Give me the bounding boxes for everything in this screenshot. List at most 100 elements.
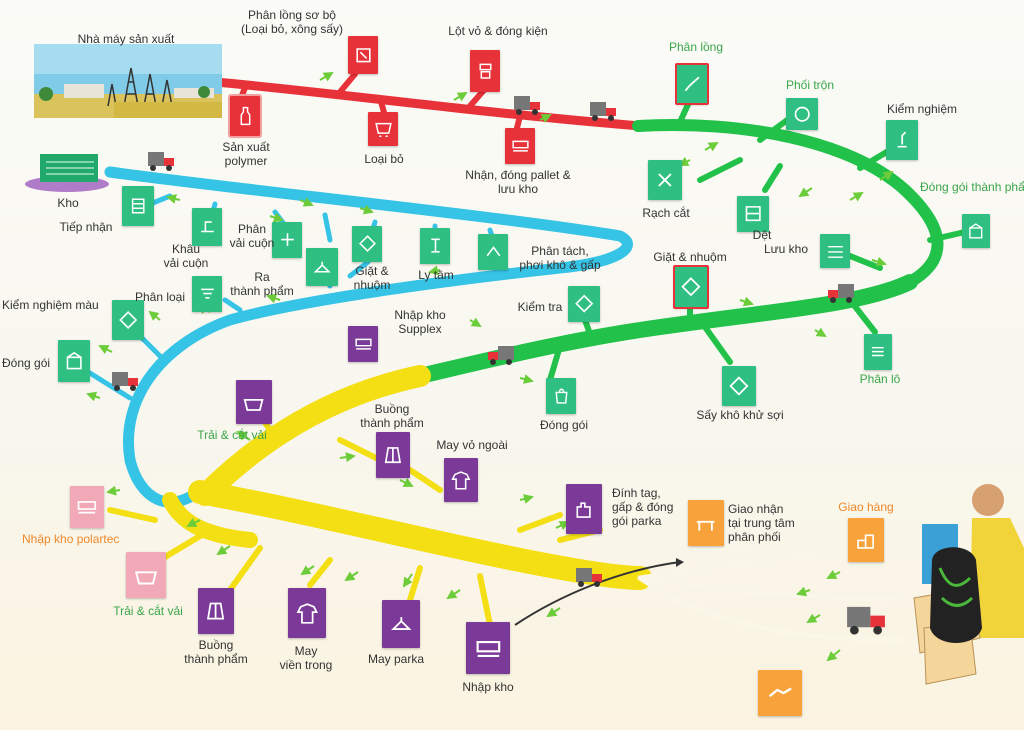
polymer-node[interactable]	[228, 94, 262, 138]
cart-icon	[374, 123, 392, 138]
polymer-label: Sản xuất polymer	[222, 140, 270, 168]
pallet-icon	[476, 640, 500, 657]
cut-node[interactable]	[648, 160, 682, 200]
handover-node[interactable]	[758, 670, 802, 716]
tag-fold-label: Đính tag, gấp & đóng gói parka	[612, 486, 674, 528]
hand-icon	[576, 501, 592, 518]
distribution-node[interactable]	[688, 500, 724, 546]
finish-room-1-node[interactable]	[376, 432, 410, 478]
sew-parka-node[interactable]	[382, 600, 420, 648]
pack-finished-node[interactable]	[962, 214, 990, 248]
handshake-icon	[768, 687, 792, 697]
import-store-node[interactable]	[466, 622, 510, 674]
import-supplex-label: Nhập kho Supplex	[394, 308, 446, 336]
sew-lining-node[interactable]	[288, 588, 326, 638]
peel-pack-label: Lột vỏ & đóng kiện	[448, 24, 548, 38]
shelf-icon	[827, 246, 843, 259]
boxes-icon	[857, 534, 875, 549]
dry-node[interactable]	[722, 366, 756, 406]
classify-node[interactable]	[192, 276, 222, 312]
pre-sort-node[interactable]	[348, 36, 378, 74]
scissors-icon	[658, 173, 672, 187]
bale-icon	[355, 47, 371, 63]
microscope-icon	[897, 131, 907, 148]
pack-finished-label: Đóng gói thành phẩm	[920, 180, 1024, 194]
storage-label: Lưu kho	[763, 242, 809, 256]
mixer-icon	[794, 106, 810, 122]
delivery-node[interactable]	[848, 518, 884, 562]
package-node[interactable]	[58, 340, 90, 382]
shirt-icon	[451, 470, 471, 490]
sew-roll-label: Khâu vải cuộn	[163, 242, 209, 270]
batch-node[interactable]	[864, 334, 892, 370]
classify-label: Phân loại	[134, 290, 186, 304]
polartec-label: Nhập kho polartec	[22, 532, 120, 546]
shirt-icon	[296, 602, 318, 624]
discard-node[interactable]	[368, 112, 398, 146]
sew-roll-node[interactable]	[192, 208, 222, 246]
blend-node[interactable]	[786, 98, 818, 130]
receive-pallet-node[interactable]	[505, 128, 535, 164]
color-test-node[interactable]	[112, 300, 144, 340]
wash-dye-label: Giặt & nhuộm	[353, 264, 391, 292]
finish-room-1-label: Buồng thành phẩm	[360, 402, 424, 430]
sew-lining-label: May viền trong	[279, 644, 333, 672]
fabric-icon	[134, 571, 158, 585]
inspect-node[interactable]	[568, 286, 600, 322]
truck-icon	[148, 152, 174, 171]
dispatch-arrowhead	[676, 558, 684, 567]
sew-outer-node[interactable]	[444, 458, 478, 502]
jacket-icon	[384, 447, 402, 463]
inspect-label: Kiểm tra	[517, 300, 563, 314]
package-label: Đóng gói	[2, 356, 51, 370]
split-roll-node[interactable]	[272, 222, 302, 258]
split-roll-label: Phân vải cuộn	[229, 222, 275, 250]
separate-dry-fold-label: Phân tách, phơi khô & gấp	[519, 244, 601, 272]
testing-label: Kiểm nghiệm	[886, 102, 958, 116]
bottle-icon	[240, 106, 250, 126]
tag-fold-node[interactable]	[566, 484, 602, 534]
warehouse-node[interactable]	[24, 150, 110, 192]
weave-node[interactable]	[737, 196, 769, 232]
finish-room-2-node[interactable]	[198, 588, 234, 634]
import-store-label: Nhập kho	[462, 680, 514, 694]
truck-icon	[488, 346, 514, 365]
truck-icon	[112, 372, 138, 391]
hanger-icon	[390, 617, 412, 631]
receive-pallet-label: Nhận, đóng pallet & lưu kho	[465, 168, 571, 196]
finish-out-label: Ra thành phẩm	[230, 270, 294, 298]
import-supplex-node[interactable]	[348, 326, 378, 362]
lay-cut-2-label: Trải & cắt vải	[113, 604, 183, 618]
receive-node[interactable]	[122, 186, 154, 226]
lay-cut-2-node[interactable]	[126, 552, 166, 598]
batch-label: Phân lô	[859, 372, 901, 386]
testing-node[interactable]	[886, 120, 918, 160]
fiber-sort-label: Phân lồng	[668, 40, 724, 54]
pallet-icon	[511, 141, 529, 152]
sew-outer-label: May vỏ ngoài	[436, 438, 508, 452]
diamond-icon	[729, 376, 749, 396]
wash-dye-node[interactable]	[352, 226, 382, 262]
press-icon	[479, 63, 491, 80]
finish-out-node[interactable]	[306, 248, 338, 286]
sew-parka-label: May parka	[367, 652, 425, 666]
dye-node[interactable]	[673, 265, 709, 309]
fiber-icon	[684, 76, 700, 92]
split-icon	[280, 233, 294, 247]
jacket-icon	[207, 602, 225, 620]
centrifuge-node[interactable]	[420, 228, 450, 264]
storage-node[interactable]	[820, 234, 850, 268]
truck-icon	[514, 96, 540, 115]
truck-icon	[828, 284, 854, 303]
peel-pack-node[interactable]	[470, 50, 500, 92]
pack-node[interactable]	[546, 378, 576, 414]
polartec-node[interactable]	[70, 486, 104, 528]
dye-label: Giặt & nhuộm	[653, 250, 727, 264]
fiber-sort-node[interactable]	[675, 63, 709, 105]
pallet-icon	[77, 501, 97, 514]
direction-arrows	[86, 71, 894, 662]
lay-cut-1-node[interactable]	[236, 380, 272, 424]
color-test-label: Kiểm nghiệm màu	[2, 298, 99, 312]
sewing-icon	[200, 220, 214, 232]
separate-dry-fold-node[interactable]	[478, 234, 508, 270]
